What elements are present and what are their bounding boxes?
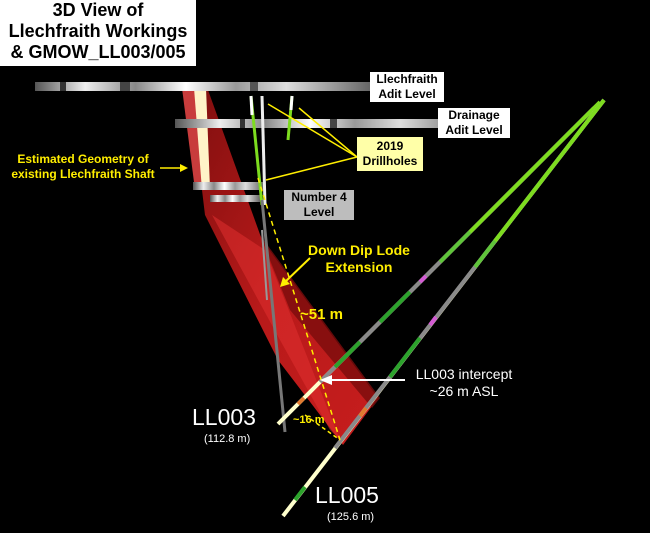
drainage-level-line-2: Adit Level: [445, 123, 503, 137]
adit-level-line-2: Adit Level: [378, 87, 436, 101]
number4-level-label: Number 4 Level: [284, 190, 354, 220]
intercept-line-1: LL003 intercept: [415, 366, 513, 382]
drainage-adit-level: [175, 119, 475, 128]
ll005-depth-label: (125.6 m): [327, 511, 375, 523]
number4-level: [193, 182, 263, 202]
ll003-drillhole-trace: [276, 100, 602, 426]
drillholes-2019-label: 2019 Drillholes: [357, 137, 423, 171]
ll003-depth-label: (112.8 m): [204, 433, 251, 445]
intercept-line-2: ~26 m ASL: [429, 383, 499, 399]
distance-51m-label: ~51 m: [300, 306, 343, 323]
adit-level-line-1: Llechfraith: [376, 72, 438, 86]
adit-level-label: Llechfraith Adit Level: [370, 72, 444, 102]
drainage-level-line-1: Drainage: [448, 108, 500, 122]
shaft-line-2: existing Llechfraith Shaft: [11, 167, 155, 181]
drainage-level-label: Drainage Adit Level: [438, 108, 510, 138]
title-line-3: & GMOW_LL003/005: [10, 42, 186, 62]
llechfraith-adit-level: [35, 82, 370, 91]
drillholes-line-1: 2019: [376, 139, 404, 153]
lode-line-2: Extension: [325, 259, 393, 275]
lode-annotation: Down Dip Lode Extension: [302, 242, 416, 276]
title-line-2: Llechfraith Workings: [8, 21, 188, 41]
drillholes-line-2: Drillholes: [362, 154, 418, 168]
intercept-annotation: LL003 intercept ~26 m ASL: [405, 366, 523, 400]
vertical-drillholes: [249, 95, 294, 433]
ll005-label: LL005: [315, 482, 379, 508]
title-box: 3D View of Llechfraith Workings & GMOW_L…: [0, 0, 196, 66]
lode-line-1: Down Dip Lode: [308, 242, 410, 258]
llechfraith-shaft: [182, 88, 210, 190]
number4-level-line-2: Level: [303, 205, 335, 219]
shaft-line-1: Estimated Geometry of: [17, 152, 149, 166]
shaft-annotation: Estimated Geometry of existing Llechfrai…: [6, 152, 160, 182]
ll005-drillhole-trace: [281, 98, 606, 518]
title-line-1: 3D View of: [52, 0, 144, 20]
distance-16m-label: ~16 m: [293, 414, 325, 426]
number4-level-line-1: Number 4: [291, 190, 347, 204]
ll003-label: LL003: [192, 404, 256, 430]
distance-lines: [257, 177, 341, 441]
annotation-arrows: [160, 103, 405, 385]
